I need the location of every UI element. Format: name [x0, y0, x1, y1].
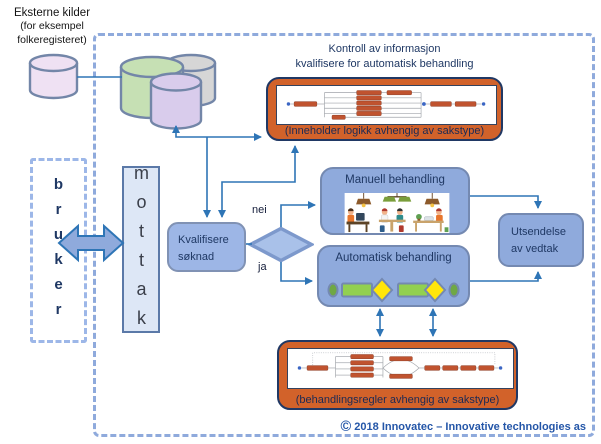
bruker-mottak-double-arrow [57, 223, 125, 263]
manuell-title: Manuell behandling [345, 174, 445, 186]
database-cylinders [28, 53, 217, 130]
bpmn-task [341, 282, 373, 298]
kontroll-title: Kontroll av informasjon kvalifisere for … [295, 43, 474, 70]
internal-db-purple-cylinder [149, 72, 203, 130]
mottak-label: mottak [131, 162, 152, 337]
external-sources-title: Eksterne kilder [13, 7, 91, 19]
bpmn-task [397, 282, 429, 298]
decision-yes-label: ja [258, 261, 267, 273]
automatisk-title: Automatisk behandling [335, 252, 452, 264]
decision-diamond [248, 226, 314, 263]
bruker-label: bruker [50, 175, 67, 326]
regler-caption: (behandlingsregler avhengig av sakstype) [295, 394, 500, 406]
automatisk-behandling-box: Automatisk behandling [317, 245, 470, 307]
bpmn-end-event [448, 282, 460, 298]
manuell-behandling-box: Manuell behandling [320, 167, 470, 235]
decision-no-label: nei [252, 204, 267, 216]
external-db-cylinder [28, 53, 79, 100]
bpmn-gateway [370, 277, 394, 303]
regler-bpmn-diagram [297, 352, 503, 379]
copyright-line: © 2018 Innovatec – Innovative technologi… [340, 419, 586, 435]
automatisk-bpmn-strip [327, 277, 460, 303]
bpmn-start-event [327, 282, 339, 298]
kontroll-bpmn-diagram [286, 90, 486, 120]
copyright-symbol: © [340, 419, 352, 435]
utsendelse-box: Utsendelse av vedtak [498, 213, 584, 267]
behandlingsregler-box: (behandlingsregler avhengig av sakstype) [277, 340, 518, 410]
kontroll-caption: (Inneholder logikk avhengig av sakstype) [284, 125, 485, 137]
office-illustration [344, 193, 450, 233]
bpmn-gateway [423, 277, 447, 303]
regler-bpmn-panel [287, 348, 514, 389]
kontroll-rules-box: (Inneholder logikk avhengig av sakstype) [266, 77, 503, 141]
mottak-box: mottak [122, 163, 160, 337]
kvalifisere-soknad-box: Kvalifisere søknad [167, 222, 246, 272]
external-sources-label: Eksterne kilder (for eksempel folkeregis… [0, 6, 104, 47]
kontroll-bpmn-panel [276, 85, 497, 125]
